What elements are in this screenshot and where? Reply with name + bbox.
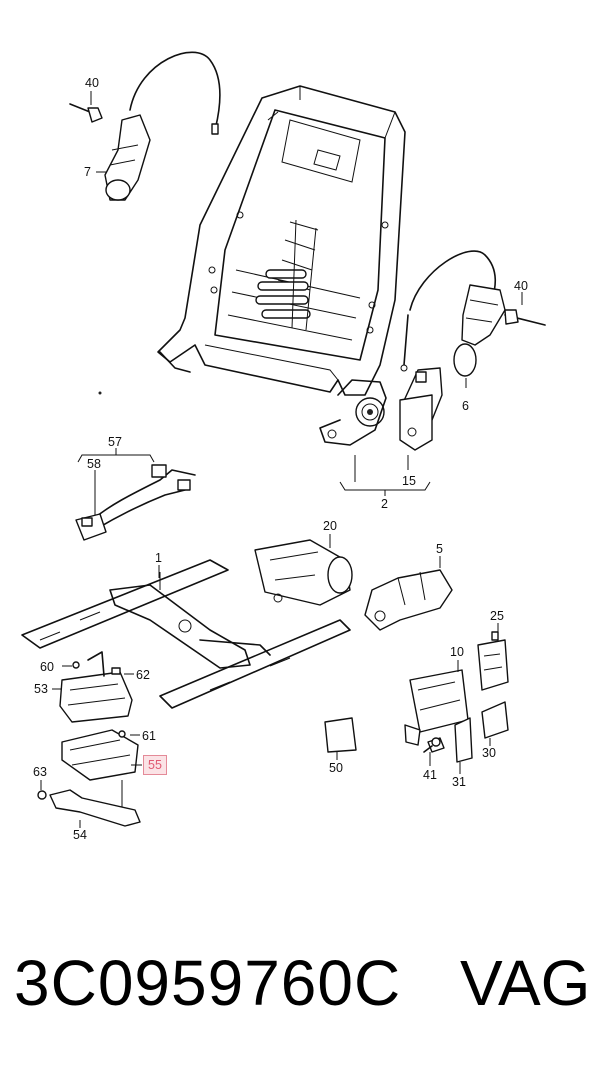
mounting-bracket-54: [37, 789, 141, 827]
trim-cap-31: [454, 717, 473, 763]
recliner-motor: [399, 367, 443, 451]
callout-62: 62: [136, 668, 150, 682]
leader-lines: [40, 91, 523, 828]
callout-25: 25: [490, 609, 504, 623]
seat-track-frame: [21, 559, 351, 709]
callout-53: 53: [34, 682, 48, 696]
bracket-line-2: [339, 481, 431, 491]
callout-55-highlighted[interactable]: 55: [143, 755, 167, 775]
callout-15: 15: [402, 474, 416, 488]
trim-cover-50: [324, 717, 357, 753]
callout-2: 2: [381, 497, 388, 511]
part-number: 3C0959760C: [14, 947, 402, 1019]
fore-aft-motor: [364, 569, 453, 631]
callout-50: 50: [329, 761, 343, 775]
adjuster-knob-left: [69, 51, 221, 201]
control-unit-53: [59, 651, 133, 723]
callout-20: 20: [323, 519, 337, 533]
callout-63: 63: [33, 765, 47, 779]
callout-31: 31: [452, 775, 466, 789]
callout-61: 61: [142, 729, 156, 743]
callout-60: 60: [40, 660, 54, 674]
callout-54: 54: [73, 828, 87, 842]
callout-6: 6: [462, 399, 469, 413]
seat-backrest-frame: [157, 85, 406, 446]
control-unit-55: [61, 729, 139, 812]
trim-cap-30: [481, 701, 509, 739]
seat-switch-25: [477, 631, 509, 691]
exploded-parts-diagram: [21, 51, 546, 828]
callout-7: 7: [84, 165, 91, 179]
callout-10: 10: [450, 645, 464, 659]
callout-41: 41: [423, 768, 437, 782]
callout-1: 1: [155, 551, 162, 565]
callout-40-left: 40: [85, 76, 99, 90]
callout-5: 5: [436, 542, 443, 556]
callout-30: 30: [482, 746, 496, 760]
brand-name: VAG: [460, 947, 591, 1019]
callout-58: 58: [87, 457, 101, 471]
adjuster-knob-right: [400, 250, 546, 377]
height-motor: [254, 539, 353, 606]
screw-41: [423, 737, 441, 753]
wiring-harness: [75, 391, 196, 541]
callout-57: 57: [108, 435, 122, 449]
callout-40-right: 40: [514, 279, 528, 293]
